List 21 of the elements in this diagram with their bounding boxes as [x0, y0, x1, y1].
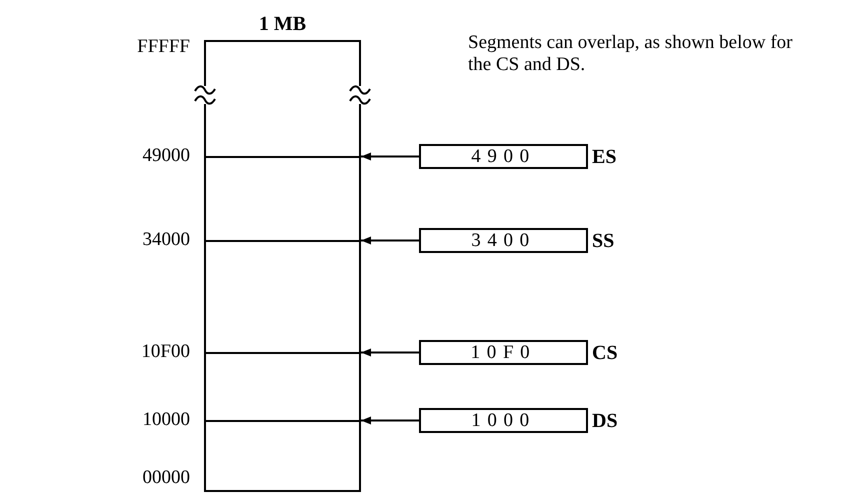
address-label: 49000	[142, 146, 190, 165]
register-name: CS	[592, 343, 618, 363]
arrow	[361, 348, 419, 356]
register-name: SS	[592, 231, 614, 251]
address-label: 10000	[142, 410, 190, 429]
register-name: DS	[592, 411, 618, 431]
register-box: 10F0	[419, 340, 588, 365]
arrow	[361, 236, 419, 244]
register-box: 4900	[419, 144, 588, 169]
memory-size-heading: 1 MB	[258, 14, 308, 34]
address-label: 00000	[142, 468, 190, 487]
note-text: Segments can overlap, as shown below for the CS and DS.	[468, 32, 794, 76]
arrow	[361, 416, 419, 424]
arrow	[361, 152, 419, 160]
address-label: FFFFF	[137, 37, 190, 56]
address-label: 10F00	[141, 342, 190, 361]
register-name: ES	[592, 147, 616, 167]
register-box: 3400	[419, 228, 588, 253]
address-label: 34000	[142, 230, 190, 249]
register-box: 1000	[419, 408, 588, 433]
memory-column	[204, 40, 361, 492]
